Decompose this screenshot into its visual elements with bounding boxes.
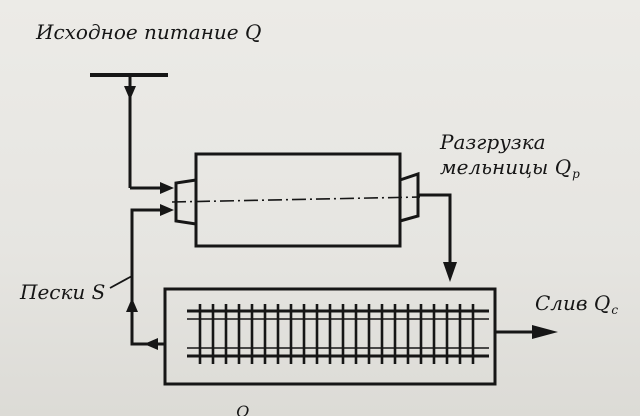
mill-discharge-label-line1: Разгрузка xyxy=(440,130,546,154)
classifier-tank xyxy=(163,287,497,386)
feed-down-arrow xyxy=(124,86,136,100)
mill-axis xyxy=(171,196,421,203)
overflow-label: Слив Qc xyxy=(535,291,619,317)
discharge-down-arrow xyxy=(443,262,457,282)
mill-discharge-label-line2: мельницы Qp xyxy=(440,155,580,181)
discharge-line xyxy=(418,193,452,272)
sands-to-mill-arrow xyxy=(160,204,174,216)
feed-to-mill-arrow xyxy=(160,182,174,194)
overflow-arrow xyxy=(532,325,558,339)
mill-body xyxy=(194,152,402,248)
classifier-slats xyxy=(198,304,475,364)
sands-return-line xyxy=(130,208,168,346)
sands-label: Пески S xyxy=(20,280,106,304)
feed-label: Исходное питание Q xyxy=(36,20,262,44)
overflow-subscript: c xyxy=(611,303,619,317)
bottom-partial-label: Q xyxy=(236,402,250,416)
sands-leader-line xyxy=(109,275,133,289)
sands-left-arrow xyxy=(144,338,158,350)
sands-up-arrow xyxy=(126,298,138,312)
mill-discharge-label: Разгрузка мельницы Qp xyxy=(440,130,580,181)
mill-discharge-subscript: p xyxy=(572,167,580,181)
